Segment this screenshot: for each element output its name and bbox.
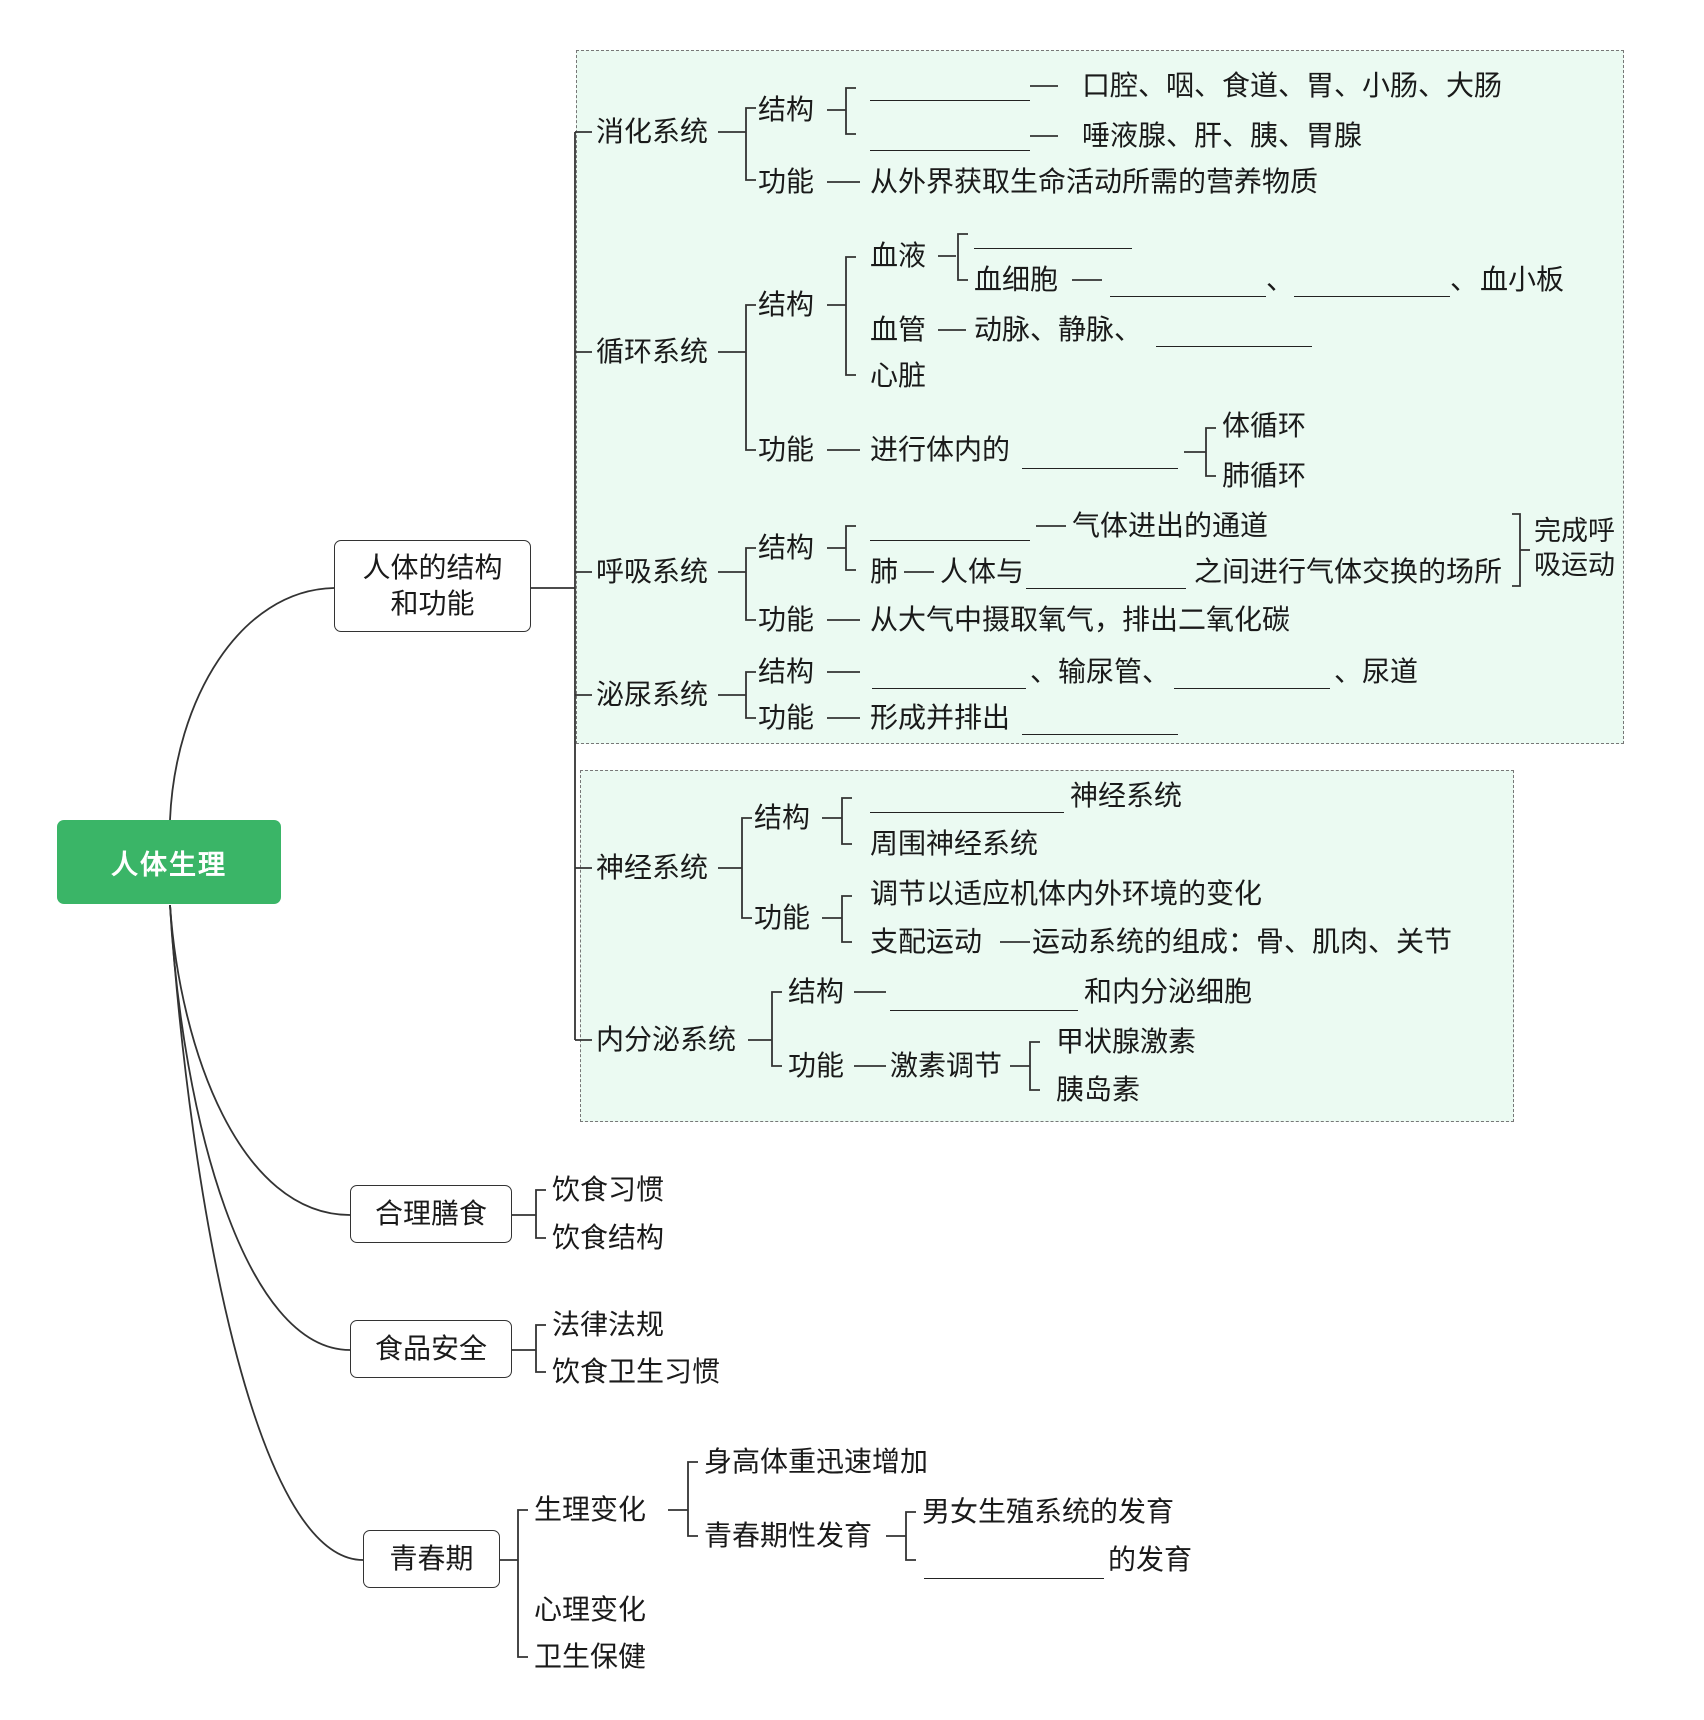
- pulmonary-circulation-text: 肺循环: [1222, 459, 1307, 492]
- motor-system-text: 运动系统的组成：骨、肌肉、关节: [1032, 925, 1453, 958]
- secondary-traits-blank: [924, 1578, 1104, 1579]
- root-label: 人体生理: [111, 849, 227, 881]
- structure-function-node: 人体的结构 和功能: [334, 540, 531, 632]
- circulatory-function-label: 功能: [758, 433, 815, 466]
- development-suffix-text: 的发育: [1108, 1543, 1193, 1576]
- breathing-note-line2: 吸运动: [1534, 550, 1615, 581]
- lung-label: 肺: [870, 555, 899, 588]
- nervous-function-item1: 调节以适应机体内外环境的变化: [870, 877, 1263, 910]
- digestive-glands-text: 唾液腺、肝、胰、胃腺: [1082, 119, 1363, 152]
- structure-panel-top: [576, 50, 1624, 744]
- urinary-function-label: 功能: [758, 701, 815, 734]
- peripheral-nervous-text: 周围神经系统: [870, 827, 1039, 860]
- ureter-text: 、输尿管、: [1030, 655, 1171, 688]
- vessels-label: 血管: [870, 313, 927, 346]
- circulatory-system-label: 循环系统: [596, 335, 709, 368]
- airway-blank: [870, 540, 1030, 541]
- circulatory-structure-label: 结构: [758, 288, 815, 321]
- hygiene-habits-text: 饮食卫生习惯: [552, 1355, 721, 1388]
- nervous-system-label: 神经系统: [596, 851, 709, 884]
- urinary-function-text: 形成并排出: [870, 701, 1011, 734]
- airway-text: 气体进出的通道: [1072, 509, 1269, 542]
- diet-label: 合理膳食: [374, 1197, 487, 1230]
- endocrine-structure-text: 和内分泌细胞: [1084, 975, 1253, 1008]
- urinary-structure-label: 结构: [758, 655, 815, 688]
- growth-text: 身高体重迅速增加: [704, 1445, 929, 1478]
- hygiene-care-text: 卫生保健: [534, 1640, 647, 1673]
- structure-function-label: 人体的结构 和功能: [362, 551, 503, 620]
- digestive-glands-blank: [870, 150, 1030, 151]
- sexual-development-text: 青春期性发育: [704, 1519, 873, 1552]
- root-node: 人体生理: [57, 820, 281, 904]
- central-nervous-text: 神经系统: [1070, 779, 1183, 812]
- respiratory-system-label: 呼吸系统: [596, 555, 709, 588]
- endocrine-function-label: 功能: [788, 1049, 845, 1082]
- digestive-tract-blank: [870, 100, 1030, 101]
- lung-text-after: 之间进行气体交换的场所: [1194, 555, 1503, 588]
- urethra-text: 、尿道: [1334, 655, 1419, 688]
- heart-text: 心脏: [870, 359, 927, 392]
- respiratory-function-label: 功能: [758, 603, 815, 636]
- physiological-change-text: 生理变化: [534, 1493, 647, 1526]
- systemic-circulation-text: 体循环: [1222, 409, 1307, 442]
- nervous-function-label: 功能: [754, 901, 811, 934]
- endocrine-system-label: 内分泌系统: [596, 1023, 737, 1056]
- red-cell-blank: [1110, 296, 1266, 297]
- puberty-label: 青春期: [389, 1542, 474, 1575]
- respiratory-structure-label: 结构: [758, 531, 815, 564]
- nervous-structure-label: 结构: [754, 801, 811, 834]
- thyroid-hormone-text: 甲状腺激素: [1056, 1025, 1197, 1058]
- urine-blank: [1022, 734, 1178, 735]
- kidney-blank: [872, 688, 1026, 689]
- digestive-structure-label: 结构: [758, 93, 815, 126]
- urinary-system-label: 泌尿系统: [596, 678, 709, 711]
- breathing-note-line1: 完成呼: [1534, 516, 1615, 547]
- reproductive-development-text: 男女生殖系统的发育: [922, 1495, 1175, 1528]
- digestive-function-text: 从外界获取生命活动所需的营养物质: [870, 165, 1319, 198]
- vessels-text: 动脉、静脉、: [974, 313, 1143, 346]
- endocrine-structure-label: 结构: [788, 975, 845, 1008]
- food-safety-label: 食品安全: [374, 1332, 487, 1365]
- diet-structure-text: 饮食结构: [552, 1221, 665, 1254]
- food-safety-node: 食品安全: [350, 1320, 512, 1378]
- lung-text-before: 人体与: [940, 555, 1025, 588]
- white-cell-blank: [1294, 296, 1450, 297]
- psychological-change-text: 心理变化: [534, 1593, 647, 1626]
- blood-label: 血液: [870, 239, 927, 272]
- insulin-text: 胰岛素: [1056, 1073, 1141, 1106]
- diet-habits-text: 饮食习惯: [552, 1173, 665, 1206]
- capillary-blank: [1156, 346, 1312, 347]
- hormone-regulation-text: 激素调节: [890, 1049, 1003, 1082]
- circulatory-function-text: 进行体内的: [870, 433, 1011, 466]
- transport-blank: [1022, 468, 1178, 469]
- motor-control-label: 支配运动: [870, 925, 983, 958]
- digestive-tract-text: 口腔、咽、食道、胃、小肠、大肠: [1082, 69, 1503, 102]
- digestive-system-label: 消化系统: [596, 115, 709, 148]
- cell-separator-1: 、: [1266, 263, 1295, 296]
- cell-separator-2: 、: [1450, 263, 1479, 296]
- platelet-text: 血小板: [1480, 263, 1565, 296]
- diet-node: 合理膳食: [350, 1185, 512, 1243]
- environment-blank: [1026, 588, 1186, 589]
- digestive-function-label: 功能: [758, 165, 815, 198]
- endocrine-gland-blank: [890, 1010, 1078, 1011]
- laws-text: 法律法规: [552, 1308, 665, 1341]
- blood-cells-label: 血细胞: [974, 263, 1059, 296]
- puberty-node: 青春期: [363, 1530, 500, 1588]
- respiratory-function-text: 从大气中摄取氧气，排出二氧化碳: [870, 603, 1291, 636]
- structure-panel-bottom: [580, 770, 1514, 1122]
- plasma-blank: [974, 248, 1132, 249]
- central-nervous-blank: [870, 812, 1064, 813]
- bladder-blank: [1174, 688, 1330, 689]
